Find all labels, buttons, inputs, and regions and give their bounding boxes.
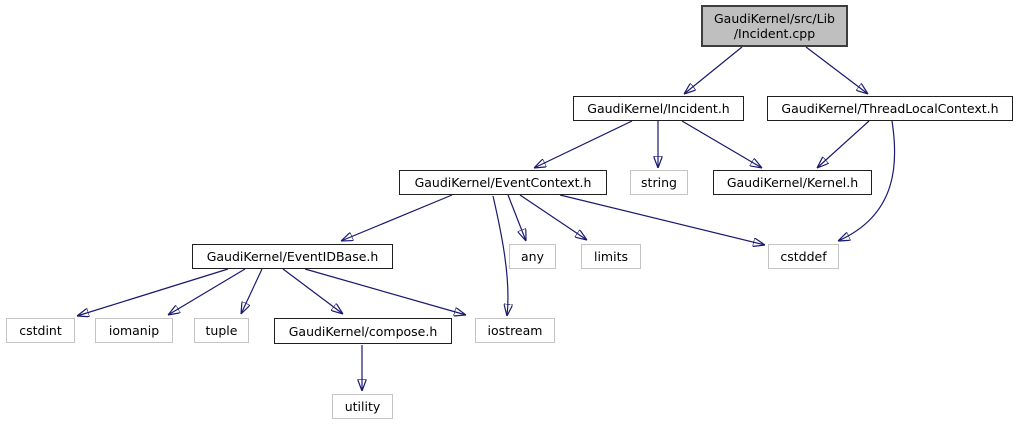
node-eventidbase-h[interactable]: GaudiKernel/EventIDBase.h [192,244,393,269]
node-compose-h[interactable]: GaudiKernel/compose.h [274,318,452,344]
node-iomanip: iomanip [95,318,173,343]
edge-eventidbase-h-to-iomanip [168,268,246,315]
node-threadlocalcontext-h[interactable]: GaudiKernel/ThreadLocalContext.h [767,96,1013,121]
edge-eventcontext-h-to-cstddef [559,194,765,245]
edge-eventidbase-h-to-cstdint [77,268,229,316]
edge-eventidbase-h-to-tuple [241,268,263,314]
edge-eventidbase-h-to-iostream [304,268,466,315]
edge-eventidbase-h-to-compose-h [282,268,343,314]
node-incident-cpp: GaudiKernel/src/Lib /Incident.cpp [701,5,848,47]
node-iostream: iostream [475,318,555,343]
edge-eventcontext-h-to-limits [519,194,587,240]
node-kernel-h[interactable]: GaudiKernel/Kernel.h [713,170,872,195]
node-eventcontext-h[interactable]: GaudiKernel/EventContext.h [399,170,607,195]
edge-incident-cpp-to-incident-h [684,46,743,94]
node-string: string [630,170,688,195]
node-utility: utility [332,394,393,419]
node-limits: limits [581,244,641,269]
node-cstddef: cstddef [768,244,839,269]
node-incident-cpp-label-line2: /Incident.cpp [733,26,816,41]
edge-eventcontext-h-to-any [507,194,526,241]
edge-threadlocalcontext-h-to-cstddef [838,120,896,241]
node-tuple: tuple [194,318,249,343]
edge-incident-h-to-eventcontext-h [534,120,633,168]
edge-incident-cpp-to-threadlocalcontext-h [805,46,868,94]
edge-eventcontext-h-to-iostream [492,195,508,316]
edge-threadlocalcontext-h-to-kernel-h [817,120,870,168]
edge-incident-h-to-kernel-h [681,120,762,168]
edge-eventcontext-h-to-eventidbase-h [341,194,453,241]
node-incident-h[interactable]: GaudiKernel/Incident.h [573,96,744,121]
node-any: any [509,244,556,269]
node-incident-cpp-label-line1: GaudiKernel/src/Lib [714,11,835,26]
node-cstdint: cstdint [6,318,75,343]
